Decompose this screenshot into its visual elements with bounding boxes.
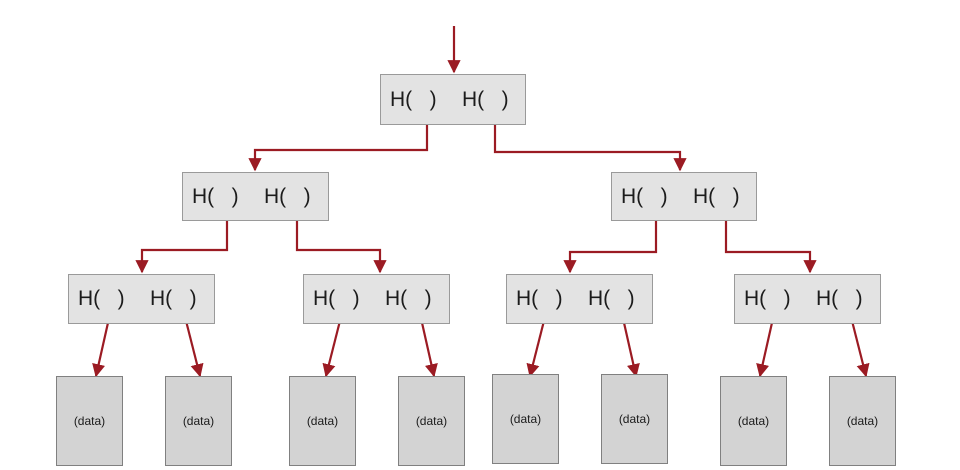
hash-label: H( ) bbox=[462, 87, 509, 111]
hash-label: H( ) bbox=[516, 287, 563, 310]
level2-hash-node-4: H( ) H( ) bbox=[734, 274, 881, 324]
data-label: (data) bbox=[182, 414, 215, 428]
data-label: (data) bbox=[306, 414, 339, 428]
data-block-3: (data) bbox=[289, 376, 356, 466]
data-label: (data) bbox=[73, 414, 106, 428]
arrow-l1a-to-l2b bbox=[295, 206, 387, 274]
hash-label: H( ) bbox=[264, 184, 311, 208]
hash-label: H( ) bbox=[78, 287, 125, 310]
arrow-l1b-to-l2c bbox=[563, 206, 658, 274]
data-label: (data) bbox=[415, 414, 448, 428]
hash-label: H( ) bbox=[816, 287, 863, 310]
hash-label: H( ) bbox=[150, 287, 197, 310]
hash-label: H( ) bbox=[385, 287, 432, 310]
data-block-7: (data) bbox=[720, 376, 787, 466]
data-label: (data) bbox=[509, 412, 542, 426]
hash-label: H( ) bbox=[588, 287, 635, 310]
hash-label: H( ) bbox=[744, 287, 791, 310]
data-label: (data) bbox=[737, 414, 770, 428]
arrow-l1b-to-l2d bbox=[724, 206, 817, 274]
root-hash-node: H( ) H( ) bbox=[380, 74, 526, 125]
data-block-5: (data) bbox=[492, 374, 559, 464]
hash-label: H( ) bbox=[192, 184, 239, 208]
arrow-l1a-to-l2a bbox=[135, 206, 229, 274]
arrow-root-to-l1-right bbox=[493, 112, 687, 172]
data-block-2: (data) bbox=[165, 376, 232, 466]
level1-hash-node-left: H( ) H( ) bbox=[182, 172, 329, 221]
hash-label: H( ) bbox=[313, 287, 360, 310]
level2-hash-node-2: H( ) H( ) bbox=[303, 274, 450, 324]
level1-hash-node-right: H( ) H( ) bbox=[611, 172, 757, 221]
hash-label: H( ) bbox=[390, 87, 437, 111]
data-block-6: (data) bbox=[601, 374, 668, 464]
level2-hash-node-1: H( ) H( ) bbox=[68, 274, 215, 324]
data-label: (data) bbox=[846, 414, 879, 428]
data-label: (data) bbox=[618, 412, 651, 426]
hash-label: H( ) bbox=[693, 184, 740, 208]
data-block-4: (data) bbox=[398, 376, 465, 466]
arrow-root-to-l1-left bbox=[248, 112, 429, 172]
level2-hash-node-3: H( ) H( ) bbox=[506, 274, 653, 324]
data-block-8: (data) bbox=[829, 376, 896, 466]
data-block-1: (data) bbox=[56, 376, 123, 466]
hash-label: H( ) bbox=[621, 184, 668, 208]
